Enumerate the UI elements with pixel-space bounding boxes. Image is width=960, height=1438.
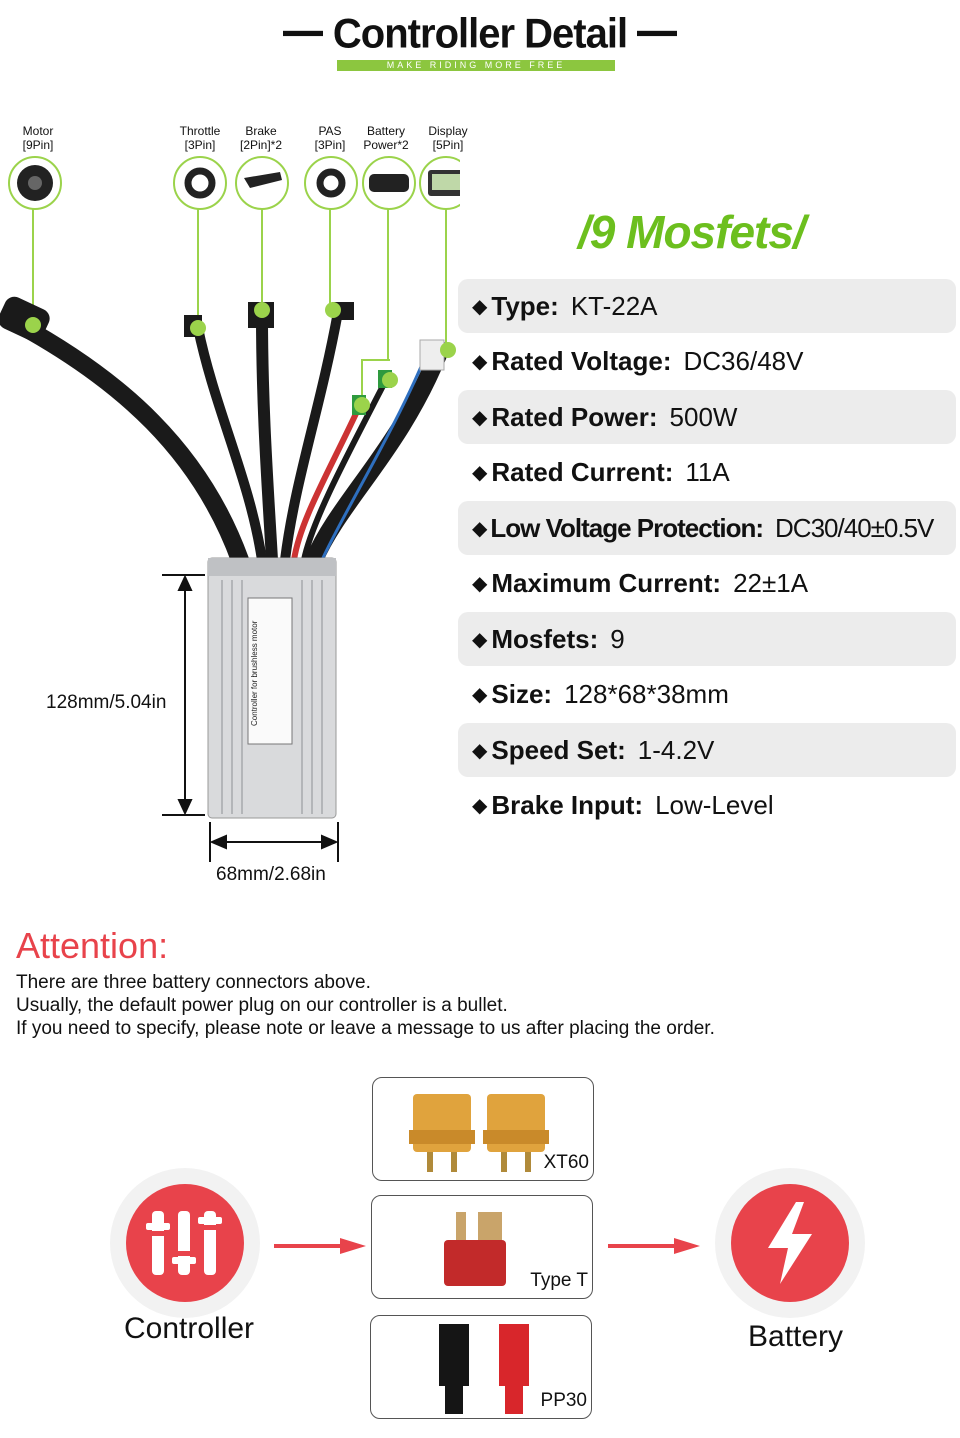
controller-label: Controller for brushless motor [250, 620, 259, 726]
attention-line: There are three battery connectors above… [16, 972, 371, 993]
connector-label-type-t: Type T [530, 1270, 588, 1291]
slogan-banner: MAKE RIDING MORE FREE [337, 60, 615, 71]
controller-wiring-illustration [0, 156, 460, 862]
spec-row-rated-current: ◆Rated Current:11A [472, 456, 730, 487]
sliders-icon [146, 1211, 222, 1275]
port-label-pas: PAS[3Pin] [314, 124, 346, 152]
deans-connector-icon [444, 1212, 506, 1286]
port-label-motor: Motor[9Pin] [22, 124, 54, 152]
battery-circle [715, 1168, 865, 1318]
connector-option-pp30: PP30 [370, 1315, 592, 1419]
port-label-display: Display[5Pin] [428, 124, 468, 152]
page-title: Controller Detail [0, 11, 960, 58]
connector-label-pp30: PP30 [540, 1390, 587, 1411]
controller-label-text: Controller [124, 1312, 255, 1345]
title-dash-left [282, 30, 323, 37]
attention-line: Usually, the default power plug on our c… [16, 995, 508, 1016]
connector-option-type-t: Type T [371, 1195, 593, 1299]
arrow-right-icon [608, 1238, 700, 1254]
attention-title: Attention: [16, 925, 169, 966]
connector-label-xt60: XT60 [543, 1152, 589, 1173]
xt60-connector-icon [409, 1094, 549, 1172]
mosfets-heading: /9 Mosfets/ [578, 206, 806, 258]
spec-row-rated-voltage: ◆Rated Voltage:DC36/48V [472, 345, 804, 376]
spec-row-mosfets: ◆Mosfets:9 [458, 612, 956, 666]
spec-row-type: ◆Type:KT-22A [458, 279, 956, 333]
lightning-bolt-icon [768, 1202, 812, 1284]
arrow-right-icon [274, 1238, 366, 1254]
attention-line: If you need to specify, please note or l… [16, 1018, 715, 1039]
port-label-brake: Brake[2Pin]*2 [239, 124, 283, 152]
spec-row-brake-input: ◆Brake Input:Low-Level [472, 789, 774, 820]
spec-row-rated-power: ◆Rated Power:500W [458, 390, 956, 444]
spec-row-size: ◆Size:128*68*38mm [472, 678, 729, 709]
spec-row-speed-set: ◆Speed Set:1-4.2V [458, 723, 956, 777]
spec-row-maximum-current: ◆Maximum Current:22±1A [472, 567, 809, 598]
connector-option-xt60: XT60 [372, 1077, 594, 1181]
port-label-throttle: Throttle[3Pin] [179, 124, 221, 152]
port-icons [8, 156, 460, 210]
spec-row-low-voltage-protection: ◆Low Voltage Protection:DC30/40±0.5V [458, 501, 956, 555]
width-dimension: 68mm/2.68in [216, 864, 326, 885]
controller-circle [110, 1168, 260, 1318]
height-dimension: 128mm/5.04in [46, 692, 167, 713]
title-dash-right [637, 30, 678, 37]
powerpole-connector-icon [439, 1324, 529, 1414]
battery-label-text: Battery [748, 1320, 844, 1353]
